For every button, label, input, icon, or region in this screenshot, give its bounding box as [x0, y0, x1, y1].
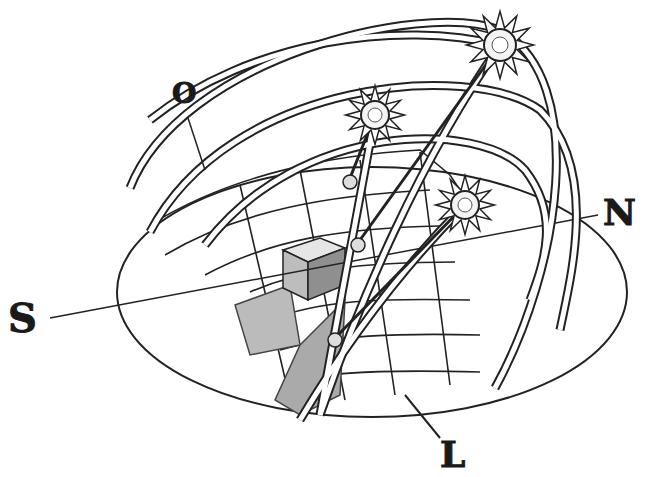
sun-points: [328, 175, 365, 347]
sun-symbol: [436, 176, 495, 235]
sun-paths: [130, 22, 576, 420]
sun-rays: [436, 176, 495, 235]
sun-symbol: [346, 86, 405, 145]
suns: [346, 11, 534, 234]
sun-disc: [484, 29, 516, 61]
leader-line: [188, 118, 205, 170]
sun-core: [368, 108, 382, 122]
sun-symbol: [466, 11, 533, 78]
building: [283, 250, 308, 300]
sun-core: [492, 37, 508, 53]
sun-rays: [346, 86, 405, 145]
sun-rays: [338, 45, 500, 335]
shadow: [235, 285, 300, 355]
compass-label: N: [603, 194, 636, 230]
leader-line: [405, 395, 440, 438]
compass-label: S: [8, 298, 37, 338]
sun-rays: [466, 11, 533, 78]
sun-disc: [361, 101, 389, 129]
sun-disc: [451, 191, 479, 219]
compass-label: L: [440, 436, 465, 472]
sun-core: [458, 198, 472, 212]
compass-label: O: [172, 80, 196, 108]
north-south-axis: [50, 215, 598, 318]
